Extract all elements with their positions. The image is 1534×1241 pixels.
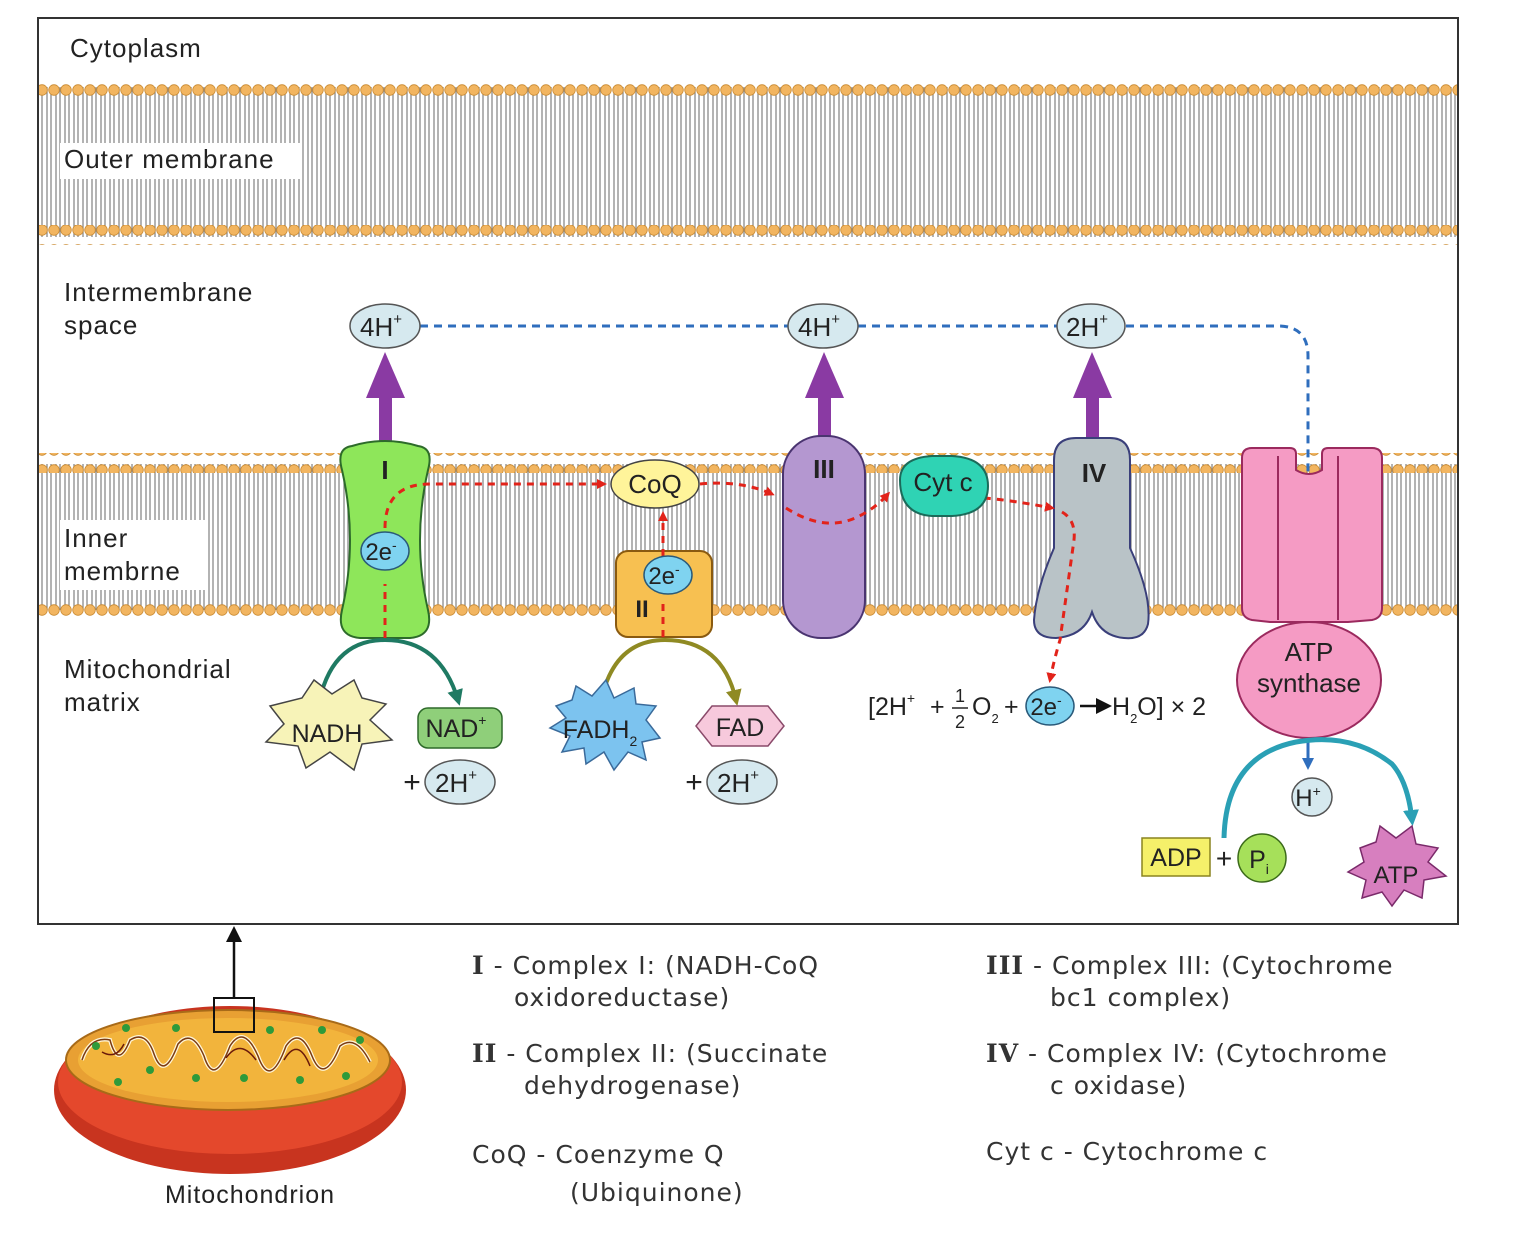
svg-text:FADH2: FADH2	[563, 716, 638, 749]
complex-iii: III	[782, 435, 866, 639]
outer-membrane-label: Outer membrane	[64, 144, 275, 174]
svg-text:2H+: 2H+	[1066, 311, 1108, 342]
electron-flow-path	[383, 479, 1076, 683]
svg-text:O2: O2	[972, 693, 999, 726]
legend-cytochrome-c: Cyt c - Cytochrome c	[986, 1137, 1269, 1166]
legend-complex-i: I - Complex I: (NADH-CoQ oxidoreductase)	[472, 951, 820, 1012]
proton-2h-fadh2: 2H+	[706, 759, 778, 805]
proton-flow-path	[420, 324, 1310, 762]
svg-text:4H+: 4H+	[798, 311, 840, 342]
phosphate-molecule: Pi	[1237, 833, 1287, 883]
fadh2-reaction-arrow	[598, 637, 742, 707]
atp-molecule: ATP	[1346, 824, 1448, 908]
proton-2h-nadh: 2H+	[424, 759, 496, 805]
intermembrane-label-1: Intermembrane	[64, 277, 253, 307]
intermembrane-label-2: space	[64, 310, 138, 340]
nadh-molecule: NADH	[264, 678, 394, 772]
svg-text:FAD: FAD	[716, 714, 765, 742]
svg-text:synthase: synthase	[1257, 668, 1361, 698]
svg-text:2: 2	[955, 712, 965, 732]
svg-text:1: 1	[955, 686, 965, 706]
matrix-label-2: matrix	[64, 687, 141, 717]
matrix-label-1: Mitochondrial	[64, 654, 232, 684]
plus-sign-3: +	[1216, 843, 1232, 874]
plus-sign-1: +	[403, 766, 421, 799]
svg-text:IV: IV	[1082, 458, 1107, 488]
proton-4h-1: 4H+	[349, 303, 421, 349]
svg-text:2H+: 2H+	[435, 767, 477, 798]
nadh-reaction-arrow	[316, 637, 463, 709]
nad-molecule: NAD+	[417, 707, 503, 749]
svg-text:4H+: 4H+	[360, 311, 402, 342]
cytochrome-c: Cyt c	[898, 455, 990, 517]
svg-text:NADH: NADH	[292, 720, 363, 748]
mitochondrion-illustration	[54, 997, 406, 1174]
electron-2e-complex-ii: 2e-	[643, 555, 693, 595]
proton-h-matrix: H+	[1291, 777, 1333, 817]
svg-text:Cyt c: Cyt c	[913, 467, 972, 497]
svg-text:NAD+: NAD+	[426, 712, 487, 743]
outer-membrane	[39, 77, 1457, 245]
proton-2h-3: 2H+	[1056, 303, 1126, 349]
atp-synthase: ATP synthase	[1236, 447, 1383, 739]
svg-text:2e-: 2e-	[648, 561, 680, 590]
svg-text:H+: H+	[1295, 783, 1321, 812]
svg-text:II: II	[635, 596, 648, 623]
svg-text:[2H+: [2H+	[868, 690, 915, 721]
svg-text:2e-: 2e-	[365, 537, 397, 566]
plus-sign-2: +	[685, 766, 703, 799]
svg-text:I: I	[381, 455, 388, 485]
svg-text:+: +	[930, 693, 945, 721]
legend-complex-ii: II - Complex II: (Succinate dehydrogenas…	[472, 1039, 829, 1100]
adp-molecule: ADP	[1141, 837, 1211, 877]
svg-text:Pi: Pi	[1249, 846, 1269, 877]
inner-membrane-label-2: membrne	[64, 556, 181, 586]
complex-iv: IV	[1032, 437, 1150, 640]
mitochondrion-label: Mitochondrion	[165, 1181, 335, 1209]
legend-coq: CoQ - Coenzyme Q (Ubiquinone)	[472, 1140, 744, 1207]
coq: CoQ	[610, 459, 700, 509]
svg-text:III: III	[813, 454, 835, 484]
electron-2e-water: 2e-	[1025, 686, 1075, 726]
svg-text:CoQ: CoQ	[628, 469, 681, 499]
svg-text:ATP: ATP	[1285, 637, 1334, 667]
svg-text:H2O] × 2: H2O] × 2	[1112, 693, 1206, 726]
cytoplasm-label: Cytoplasm	[70, 33, 202, 63]
fadh2-molecule: FADH2	[548, 678, 662, 772]
svg-text:ADP: ADP	[1150, 844, 1201, 872]
atp-synthesis-arrow	[1221, 737, 1419, 839]
proton-4h-2: 4H+	[787, 303, 859, 349]
svg-text:2e-: 2e-	[1030, 692, 1062, 721]
svg-text:2H+: 2H+	[717, 767, 759, 798]
legend-complex-iii: III - Complex III: (Cytochrome bc1 compl…	[986, 951, 1394, 1012]
svg-text:+: +	[1004, 693, 1019, 721]
electron-2e-complex-i: 2e-	[360, 531, 410, 571]
water-equation: [2H+ + 1 2 O2 + 2e- H2O] × 2	[868, 686, 1206, 732]
inner-membrane-label-1: Inner	[64, 523, 128, 553]
fad-molecule: FAD	[695, 705, 785, 747]
proton-pump-arrows	[366, 352, 1112, 450]
legend-complex-iv: IV - Complex IV: (Cytochrome c oxidase)	[986, 1039, 1388, 1100]
zoom-box	[213, 997, 255, 1033]
svg-text:ATP: ATP	[1374, 862, 1419, 889]
